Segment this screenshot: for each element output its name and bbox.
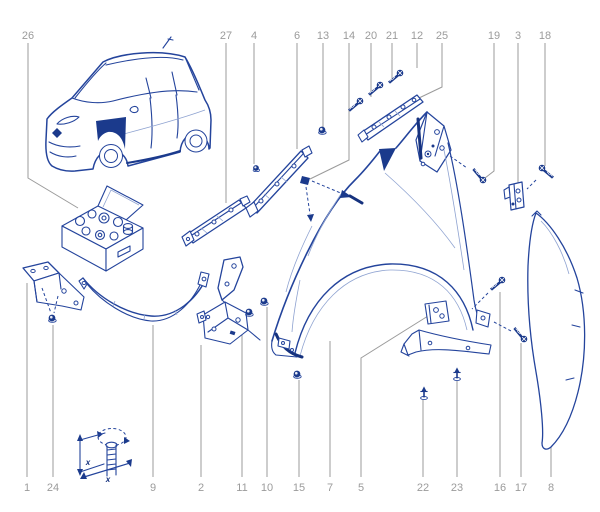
dash-17 bbox=[493, 321, 512, 332]
callout-13: 13 bbox=[317, 30, 329, 42]
callout-22: 22 bbox=[417, 482, 429, 494]
screw-17 bbox=[512, 326, 528, 343]
dash-16 bbox=[471, 292, 489, 310]
bracket-6 bbox=[245, 145, 313, 218]
fender-front-lower-corner bbox=[271, 332, 304, 359]
screw-20 bbox=[347, 97, 364, 113]
callout-1: 1 bbox=[24, 482, 30, 494]
callout-4: 4 bbox=[251, 30, 257, 42]
bracket-1 bbox=[22, 261, 85, 314]
leader-14 bbox=[309, 43, 350, 180]
callout-24: 24 bbox=[47, 482, 59, 494]
callout-15: 15 bbox=[293, 482, 305, 494]
leader-5 bbox=[360, 315, 429, 477]
fender-rear-lower-tab bbox=[475, 309, 491, 328]
screw-19 bbox=[471, 167, 487, 184]
fastener-kit-box bbox=[61, 185, 144, 272]
callout-17: 17 bbox=[515, 482, 527, 494]
callout-19: 19 bbox=[488, 30, 500, 42]
callout-2: 2 bbox=[198, 482, 204, 494]
grommet-4 bbox=[252, 164, 260, 173]
callout-labels: 26 27 4 6 13 14 20 21 12 25 19 3 18 1 24… bbox=[22, 30, 554, 494]
callout-18: 18 bbox=[539, 30, 551, 42]
threaded-stud bbox=[105, 441, 118, 477]
callout-7: 7 bbox=[327, 482, 333, 494]
callout-14: 14 bbox=[343, 30, 355, 42]
deflector-5 bbox=[400, 300, 492, 357]
fender-corner-bracket bbox=[415, 111, 452, 173]
callout-8: 8 bbox=[548, 482, 554, 494]
callout-5: 5 bbox=[358, 482, 364, 494]
callout-27: 27 bbox=[220, 30, 232, 42]
callout-25: 25 bbox=[436, 30, 448, 42]
rail-9 bbox=[78, 271, 210, 322]
screw-12 bbox=[387, 69, 404, 85]
callout-12: 12 bbox=[411, 30, 423, 42]
callout-9: 9 bbox=[150, 482, 156, 494]
strip-25 bbox=[357, 94, 424, 143]
nut-13 bbox=[318, 126, 327, 135]
callout-3: 3 bbox=[515, 30, 521, 42]
bracket-27 bbox=[181, 195, 251, 247]
callout-10: 10 bbox=[261, 482, 273, 494]
callout-16: 16 bbox=[494, 482, 506, 494]
leader-lines bbox=[26, 43, 552, 477]
dash-19 bbox=[449, 155, 468, 169]
callout-20: 20 bbox=[365, 30, 377, 42]
mount-marker-14 bbox=[300, 176, 364, 222]
screw-21 bbox=[367, 81, 384, 97]
leader-19 bbox=[484, 43, 495, 179]
inset-dim-x-horizontal: x bbox=[105, 475, 111, 484]
callout-23: 23 bbox=[451, 482, 463, 494]
clip-22 bbox=[419, 385, 429, 401]
callout-11: 11 bbox=[236, 482, 247, 494]
dash-18 bbox=[526, 179, 537, 190]
callout-26: 26 bbox=[22, 30, 34, 42]
screw-18 bbox=[538, 164, 555, 180]
nut-15 bbox=[293, 370, 302, 379]
deflector-bracket bbox=[424, 300, 450, 325]
leader-26 bbox=[27, 43, 79, 209]
fender-panel-7 bbox=[271, 111, 491, 359]
nut-10 bbox=[260, 297, 269, 306]
bracket-3 bbox=[503, 181, 525, 211]
nut-24 bbox=[48, 314, 57, 323]
clip-23 bbox=[452, 366, 462, 382]
arch-trim-8 bbox=[527, 210, 586, 450]
callout-6: 6 bbox=[294, 30, 300, 42]
leader-25 bbox=[418, 43, 443, 99]
inset-dim-x-vertical: x bbox=[85, 458, 91, 467]
screw-16 bbox=[489, 276, 506, 292]
car-illustration bbox=[45, 36, 212, 172]
kit-contents bbox=[74, 209, 134, 241]
callout-21: 21 bbox=[386, 30, 398, 42]
hinge-bracket-2 bbox=[196, 256, 261, 345]
dimension-inset: x x bbox=[77, 428, 132, 484]
